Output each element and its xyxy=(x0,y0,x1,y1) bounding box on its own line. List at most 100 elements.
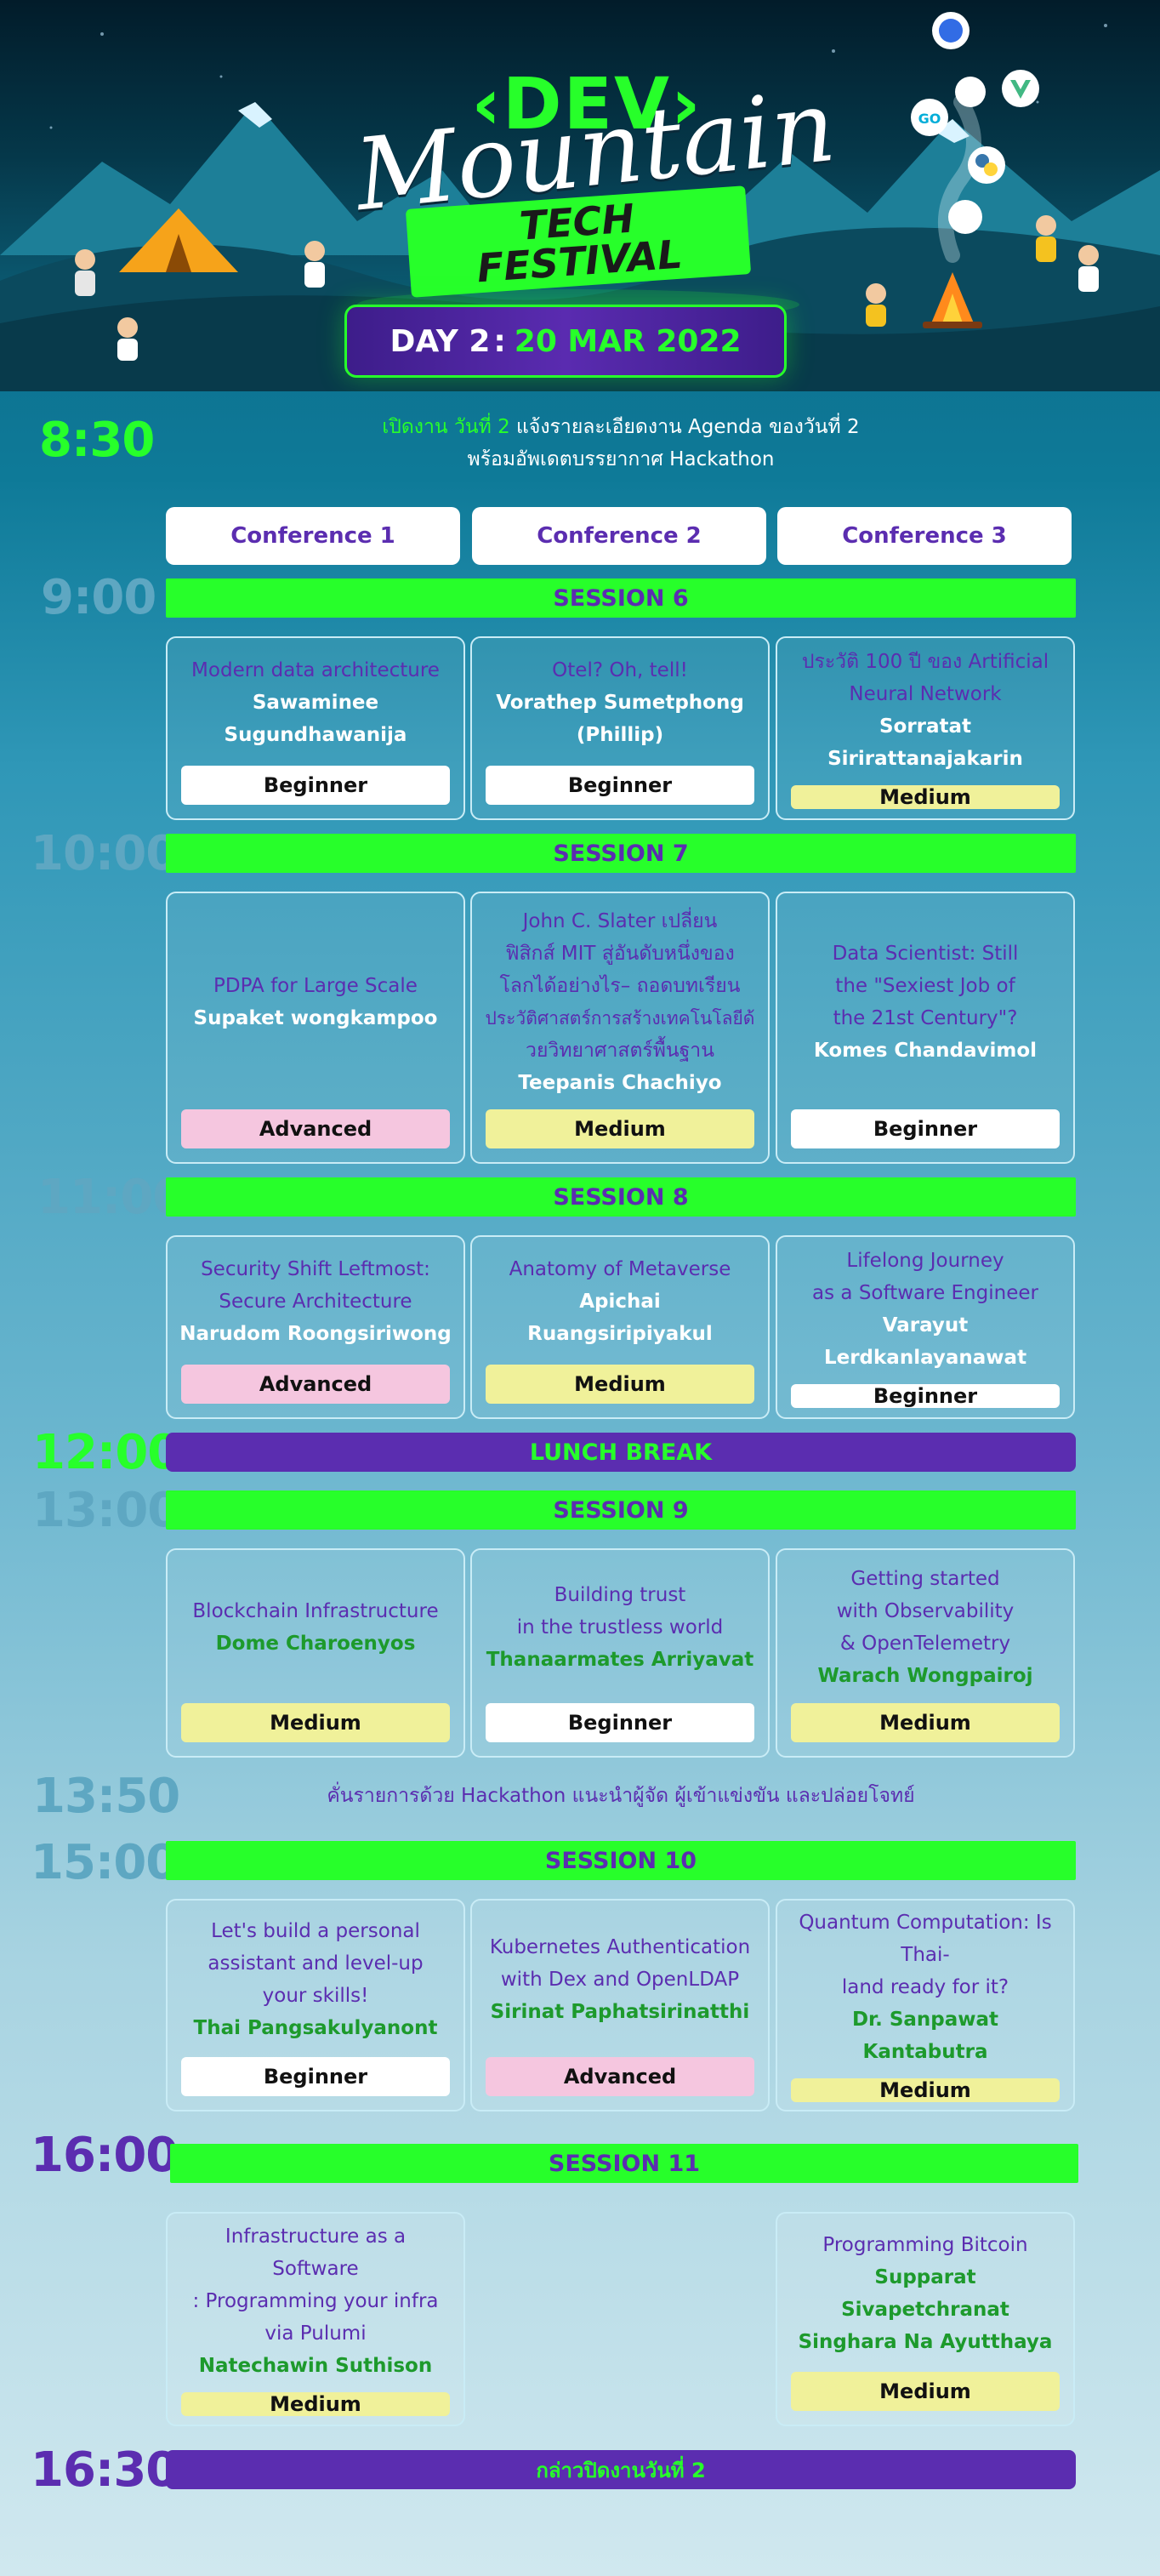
talk-speaker: Dome Charoenyos xyxy=(215,1633,416,1655)
session-bar: SESSION 8 xyxy=(166,1177,1076,1217)
talk-title: Neural Network xyxy=(849,683,1002,705)
hackathon-note: คั่นรายการด้วย Hackathon แนะนำผู้จัด ผู้… xyxy=(327,1785,915,1807)
vue-icon xyxy=(1002,70,1039,107)
talk-speaker: Natechawin Suthison xyxy=(198,2355,433,2377)
level-badge: Medium xyxy=(791,2372,1060,2411)
talk-title: Data Scientist: Still xyxy=(832,943,1019,965)
level-badge: Medium xyxy=(181,1703,450,1742)
tab-conference-3[interactable]: Conference 3 xyxy=(777,507,1072,565)
talk-card[interactable]: Data Scientist: Still the "Sexiest Job o… xyxy=(776,892,1075,1164)
talk-card[interactable]: Programming Bitcoin Supparat Sivapetchra… xyxy=(776,2212,1075,2426)
talk-speaker: Thai Pangsakulyanont xyxy=(193,2017,438,2039)
talk-title: the "Sexiest Job of xyxy=(835,975,1015,997)
level-badge: Beginner xyxy=(181,2057,450,2096)
talk-speaker: Sawaminee Sugundhawanija xyxy=(224,692,407,746)
talk-speaker: Dr. Sanpawat Kantabutra xyxy=(851,2009,999,2063)
talk-title: John C. Slater เปลี่ยน xyxy=(522,910,718,932)
talk-speaker: Narudom Roongsiriwong xyxy=(179,1323,452,1345)
talk-title: Programming Bitcoin xyxy=(822,2234,1028,2256)
talk-card[interactable]: ประวัติ 100 ปี ของ Artificial Neural Net… xyxy=(776,636,1075,820)
talk-card[interactable]: Lifelong Journey as a Software Engineer … xyxy=(776,1235,1075,1419)
tab-conference-1[interactable]: Conference 1 xyxy=(166,507,460,565)
talk-title: ฟิสิกส์ MIT สู่อันดับหนึ่งของ xyxy=(505,943,735,965)
tab-conference-2[interactable]: Conference 2 xyxy=(472,507,766,565)
time-label: 8:30 xyxy=(39,413,155,468)
logo-dev-text: ‹DEV› xyxy=(471,62,702,145)
talk-card[interactable]: John C. Slater เปลี่ยน ฟิสิกส์ MIT สู่อั… xyxy=(470,892,770,1164)
session-bar: SESSION 7 xyxy=(166,834,1076,873)
talk-card[interactable]: Getting started with Observability & Ope… xyxy=(776,1548,1075,1758)
talk-speaker: Varayut Lerdkanlayanawat xyxy=(823,1314,1027,1369)
level-badge: Beginner xyxy=(791,1109,1060,1148)
level-badge: Medium xyxy=(486,1109,754,1148)
talk-title: with Dex and OpenLDAP xyxy=(500,1969,740,1991)
level-badge: Medium xyxy=(486,1365,754,1404)
talk-title: ประวัติศาสตร์การสร้างเทคโนโลยีด้ xyxy=(485,1008,755,1029)
talk-card[interactable]: Kubernetes Authentication with Dex and O… xyxy=(470,1899,770,2112)
talk-title: Infrastructure as a Software xyxy=(225,2226,407,2280)
opening-highlight: เปิดงาน วันที่ 2 xyxy=(382,416,510,438)
talk-title: Getting started xyxy=(850,1568,1000,1590)
talk-speaker: Vorathep Sumetphong xyxy=(496,692,744,714)
talk-speaker: Singhara Na Ayutthaya xyxy=(798,2331,1053,2353)
talk-speaker: Thanaarmates Arriyavat xyxy=(486,1649,754,1671)
talk-title: with Observability xyxy=(836,1600,1015,1622)
talk-title: Secure Architecture xyxy=(219,1291,412,1313)
level-badge: Advanced xyxy=(181,1365,450,1404)
time-label: 11:00 xyxy=(37,1170,185,1225)
talk-title: Lifelong Journey xyxy=(846,1250,1004,1272)
talk-title: in the trustless world xyxy=(516,1616,724,1638)
talk-speaker: Supaket wongkampoo xyxy=(193,1007,438,1029)
talk-title: โลกได้อย่างไร– ถอดบทเรียน xyxy=(499,975,741,997)
closing-bar: กล่าวปิดงานวันที่ 2 xyxy=(166,2450,1076,2489)
level-badge: Medium xyxy=(181,2392,450,2416)
time-label: 12:00 xyxy=(32,1425,180,1480)
time-label: 15:00 xyxy=(31,1835,179,1890)
talk-card[interactable]: Security Shift Leftmost: Secure Architec… xyxy=(166,1235,465,1419)
talk-speaker: Komes Chandavimol xyxy=(813,1040,1038,1062)
talk-title: land ready for it? xyxy=(841,1976,1009,1998)
lunch-bar: LUNCH BREAK xyxy=(166,1433,1076,1472)
level-badge: Medium xyxy=(791,2078,1060,2102)
talk-title: Modern data architecture xyxy=(191,659,440,681)
talk-speaker: Warach Wongpairoj xyxy=(817,1665,1033,1687)
talk-title: PDPA for Large Scale xyxy=(213,975,418,997)
talk-card[interactable]: Modern data architecture Sawaminee Sugun… xyxy=(166,636,465,820)
talk-title: assistant and level-up xyxy=(208,1952,424,1975)
opening-line1-rest: แจ้งรายละเอียดงาน Agenda ของวันที่ 2 xyxy=(509,416,860,438)
talk-title: Security Shift Leftmost: xyxy=(201,1258,430,1280)
mountain-icon xyxy=(0,102,510,255)
go-icon xyxy=(911,99,948,136)
level-badge: Medium xyxy=(791,785,1060,809)
level-badge: Beginner xyxy=(486,1703,754,1742)
talk-speaker: Sirinat Paphatsirinatthi xyxy=(490,2001,750,2023)
level-badge: Beginner xyxy=(791,1384,1060,1408)
time-label: 10:00 xyxy=(31,826,179,881)
session-bar: SESSION 6 xyxy=(166,578,1076,618)
session-bar: SESSION 9 xyxy=(166,1490,1076,1530)
talk-title: : Programming your infra xyxy=(192,2290,439,2312)
talk-title: your skills! xyxy=(262,1985,369,2007)
talk-speaker: Teepanis Chachiyo xyxy=(518,1072,722,1094)
level-badge: Advanced xyxy=(486,2057,754,2096)
talk-card[interactable]: Building trust in the trustless world Th… xyxy=(470,1548,770,1758)
opening-note-line1: เปิดงาน วันที่ 2 แจ้งรายละเอียดงาน Agend… xyxy=(166,411,1076,443)
talk-card[interactable]: Blockchain Infrastructure Dome Charoenyo… xyxy=(166,1548,465,1758)
talk-card[interactable]: PDPA for Large Scale Supaket wongkampoo … xyxy=(166,892,465,1164)
time-label: 13:50 xyxy=(32,1769,180,1824)
level-badge: Beginner xyxy=(486,766,754,805)
talk-card[interactable]: Otel? Oh, tell! Vorathep Sumetphong (Phi… xyxy=(470,636,770,820)
talk-card[interactable]: Anatomy of Metaverse Apichai Ruangsiripi… xyxy=(470,1235,770,1419)
talk-card[interactable]: Quantum Computation: Is Thai- land ready… xyxy=(776,1899,1075,2112)
talk-title: Let's build a personal xyxy=(211,1920,420,1942)
talk-card[interactable]: Let's build a personal assistant and lev… xyxy=(166,1899,465,2112)
day-label: DAY 2 xyxy=(390,323,491,359)
talk-speaker: Sorratat Sirirattanajakarin xyxy=(827,715,1023,770)
talk-title: Building trust xyxy=(554,1584,686,1606)
svg-text:GO: GO xyxy=(918,111,941,127)
talk-title: วยวิทยาศาสตร์พื้นฐาน xyxy=(526,1040,714,1062)
opening-note: เปิดงาน วันที่ 2 แจ้งรายละเอียดงาน Agend… xyxy=(166,411,1076,476)
day-date: 20 MAR 2022 xyxy=(514,323,742,359)
talk-title: as a Software Engineer xyxy=(812,1282,1038,1304)
talk-card[interactable]: Infrastructure as a Software : Programmi… xyxy=(166,2212,465,2426)
